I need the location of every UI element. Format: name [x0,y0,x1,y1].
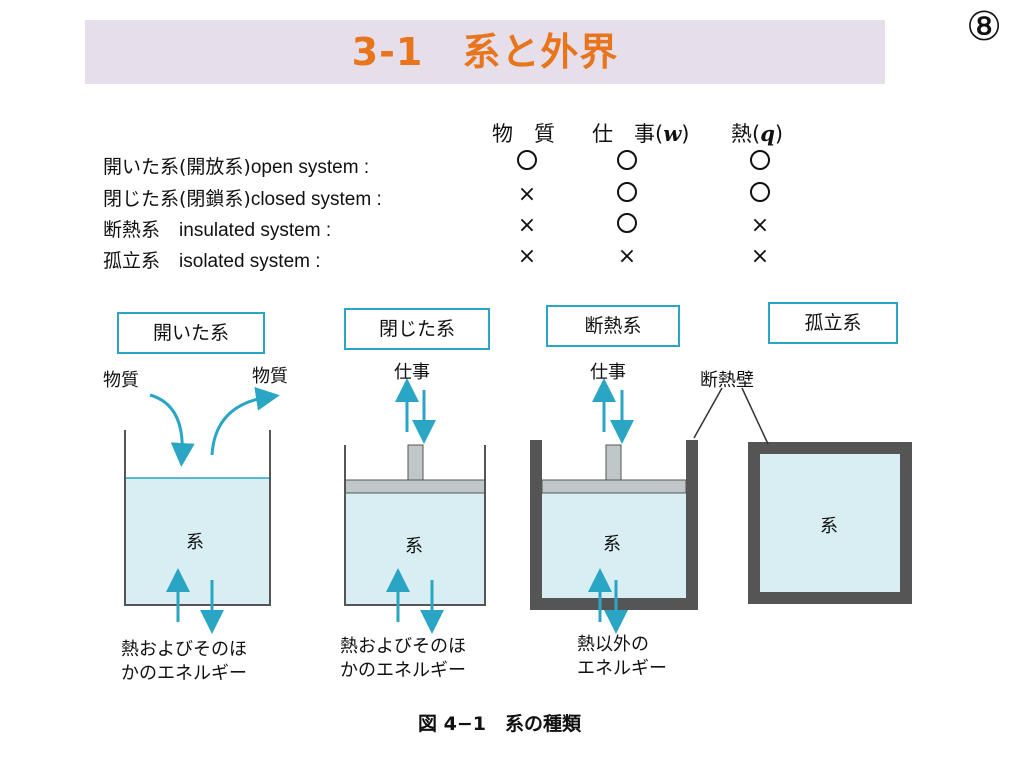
row-label-closed: 閉じた系(閉鎖系)closed system : [103,188,382,210]
mark-work-row2 [607,182,647,208]
matter-in-arrow [149,393,195,467]
cross-mark: × [617,244,637,269]
insulated-system-vessel [530,378,698,634]
cross-mark: × [750,213,770,238]
cross-mark: × [517,244,537,269]
adiabatic-wall-label: 断熱壁 [700,370,754,391]
slide-number: ⑧ [966,4,1002,50]
insulated-energy-line1: 熱以外の [577,634,649,655]
mark-work-row1 [607,150,647,176]
figure-caption: 図 4−1 系の種類 [418,713,581,735]
header-matter: 物 質 [492,122,555,146]
mark-work-row3 [607,213,647,239]
box-open-system: 開いた系 [117,312,265,354]
header-work: 仕 事(w) [592,121,690,146]
open-energy-line2: かのエネルギー [121,663,247,684]
mark-heat-row1 [740,150,780,176]
cross-mark: × [517,213,537,238]
row-label-insulated: 断熱系 insulated system : [103,219,332,241]
box-closed-system: 閉じた系 [344,308,490,350]
circle-mark [617,213,637,233]
closed-energy-line2: かのエネルギー [340,660,466,681]
mark-matter-row1 [507,150,547,176]
mark-heat-row2 [740,182,780,208]
work-label-closed: 仕事 [394,362,430,383]
work-label-insulated: 仕事 [590,362,626,383]
system-label-open: 系 [186,532,204,553]
matter-out-label: 物質 [252,366,288,387]
isolated-system-vessel [748,442,912,604]
mark-heat-row4: × [740,244,780,269]
cross-mark: × [517,182,537,207]
open-system-vessel [124,386,280,634]
insulated-energy-line2: エネルギー [577,658,667,679]
mark-matter-row3: × [507,213,547,238]
circle-mark [750,182,770,202]
header-heat: 熱(q) [731,121,784,146]
mark-matter-row2: × [507,182,547,207]
title-band [85,20,885,84]
box-isolated-system: 孤立系 [768,302,898,344]
cross-mark: × [750,244,770,269]
system-label-isolated: 系 [820,516,838,537]
slide-title: 3-1 系と外界 [351,30,619,74]
mark-work-row4: × [607,244,647,269]
mark-heat-row3: × [740,213,780,238]
system-label-insulated: 系 [603,534,621,555]
open-energy-line1: 熱およびそのほ [121,639,247,660]
circle-mark [750,150,770,170]
system-label-closed: 系 [405,536,423,557]
row-label-isolated: 孤立系 isolated system : [103,250,321,272]
closed-system-vessel [344,378,486,634]
circle-mark [617,182,637,202]
wall-pointer-1 [693,387,723,439]
wall-pointer-2 [741,387,769,445]
matter-out-arrow [210,386,280,456]
box-insulated-system: 断熱系 [546,305,680,347]
closed-energy-line1: 熱およびそのほ [340,636,466,657]
mark-matter-row4: × [507,244,547,269]
circle-mark [517,150,537,170]
circle-mark [617,150,637,170]
row-label-open: 開いた系(開放系)open system : [103,156,370,178]
matter-in-label: 物質 [103,370,139,391]
